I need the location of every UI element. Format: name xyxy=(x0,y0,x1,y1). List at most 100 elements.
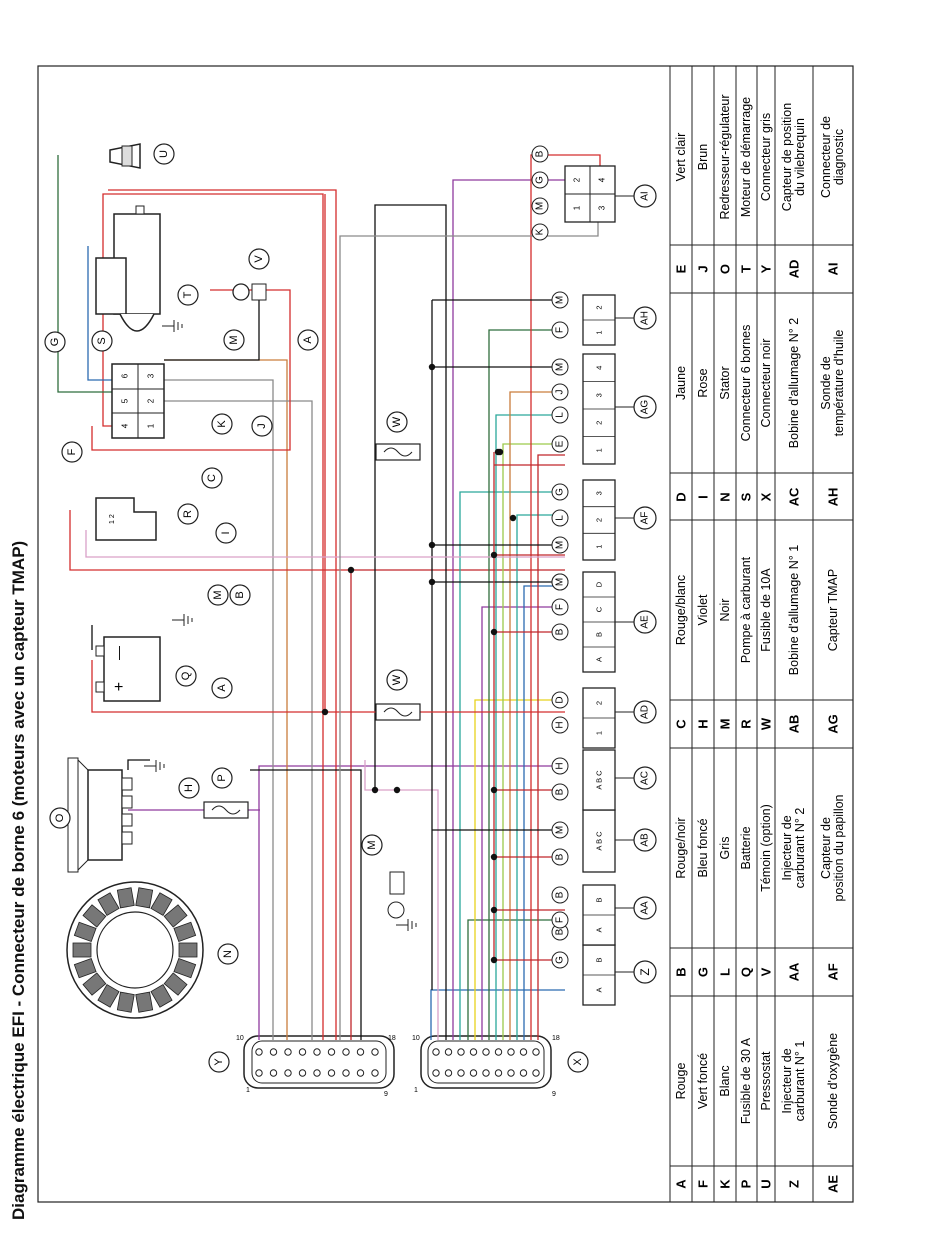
black-pin-upper xyxy=(432,1048,440,1056)
callout-circle xyxy=(49,807,71,829)
six-pin-label-2: 2 xyxy=(147,398,156,403)
connector-ah-pin: 2 xyxy=(595,305,604,309)
connector-ag-pin: 2 xyxy=(595,421,604,425)
stator-coil xyxy=(163,972,188,996)
junction-dot xyxy=(347,566,355,574)
stator-coil xyxy=(82,904,107,928)
gray-pin-upper xyxy=(255,1048,263,1056)
legend-code-j: J xyxy=(696,265,711,272)
legend-code-a: A xyxy=(674,1179,689,1189)
black-pin-1-label: 1 xyxy=(414,1087,418,1094)
ground-symbols xyxy=(144,320,417,931)
wire-black xyxy=(250,769,362,1040)
connector-ag-pin: 4 xyxy=(595,366,604,370)
junction-dot xyxy=(490,956,498,964)
pressure-switch-icon xyxy=(109,143,141,169)
wire-red-s xyxy=(102,193,324,1040)
legend-desc-f: Vert foncé xyxy=(696,1053,710,1109)
legend-code-u: U xyxy=(759,1179,774,1188)
connector-z-pin: A xyxy=(595,987,604,992)
wire-label-circle xyxy=(551,536,569,554)
callout-letter: M xyxy=(366,840,378,849)
callout-circle xyxy=(211,413,233,435)
legend-code-x: X xyxy=(759,492,774,501)
black-pin-upper xyxy=(457,1048,465,1056)
wire-black-rect xyxy=(127,759,150,770)
legend-code-g: G xyxy=(696,967,711,977)
legend-desc-b: Rouge/noir xyxy=(674,817,688,878)
junction-dot xyxy=(428,578,436,586)
legend-code-ah: AH xyxy=(826,488,841,507)
callout-circle xyxy=(177,503,199,525)
legend-code-y: Y xyxy=(759,264,774,273)
battery-icon: — + xyxy=(95,636,161,702)
connector-ac-pin: A B C xyxy=(595,770,604,790)
ecu-black-connector: 1 10 9 18 xyxy=(412,1035,560,1098)
wire-label-circle xyxy=(551,573,569,591)
wire-label-b: B xyxy=(535,150,546,157)
wire-label-circle xyxy=(551,691,569,709)
legend-desc-ab: Bobine d'allumage N° 1 xyxy=(787,545,801,675)
black-pin-upper xyxy=(494,1048,503,1056)
callout-letter: M xyxy=(212,590,224,599)
wire-label-d: D xyxy=(555,696,566,703)
wire-label-b: B xyxy=(555,628,566,635)
wire-label-b: B xyxy=(555,928,566,935)
connector-af-pin: 1 xyxy=(595,545,604,549)
wire-label-f: F xyxy=(555,327,566,333)
stator-coil xyxy=(73,957,97,979)
legend-desc-l: Gris xyxy=(718,837,732,860)
legend-code-m: M xyxy=(718,719,733,730)
gray-pin-10-label: 10 xyxy=(236,1035,244,1042)
stator-coil xyxy=(173,957,197,979)
callout-letter: O xyxy=(54,813,66,822)
wire-blue-starter xyxy=(87,246,112,381)
black-pin-lower xyxy=(519,1069,528,1077)
stator-coil xyxy=(135,887,154,909)
connector-ai-pin-1: 1 xyxy=(573,205,582,210)
gray-pin-lower xyxy=(255,1069,263,1077)
junction-dot xyxy=(428,363,436,371)
connector-ae-pin: C xyxy=(595,606,604,612)
starter-motor-icon xyxy=(95,205,161,332)
wire-gray-ag xyxy=(495,414,565,1040)
legend-desc-j: Brun xyxy=(696,144,710,170)
callout-letter: Q xyxy=(180,671,192,680)
wire-red-2 xyxy=(108,189,337,1040)
gray-pin-upper xyxy=(371,1048,379,1056)
wire-label-m: M xyxy=(555,541,566,549)
wire-lightgreen-ag xyxy=(502,443,565,1040)
gray-pin-upper xyxy=(313,1048,321,1056)
gray-pin-upper xyxy=(269,1048,278,1056)
black-pin-lower xyxy=(469,1069,478,1077)
callout-circle xyxy=(217,943,239,965)
callouts: NOPQRSTUVWWXYAABCFGHIJKMMMGBFBBMBHHDBFHM… xyxy=(44,143,589,1073)
legend-desc-k: Blanc xyxy=(718,1065,732,1096)
callout-circle xyxy=(207,584,229,606)
stator-coil xyxy=(82,972,107,996)
callout-letter: V xyxy=(253,255,265,263)
wire-label-circle xyxy=(531,171,549,189)
gray-pin-lower xyxy=(269,1069,278,1077)
connector-z-pin: B xyxy=(595,957,604,962)
legend-code-h: H xyxy=(696,719,711,728)
stator-coil xyxy=(135,991,154,1013)
legend-code-p: P xyxy=(739,1179,754,1188)
connector-ag-pin: 1 xyxy=(595,448,604,452)
six-pin-label-3: 3 xyxy=(147,373,156,378)
wire-label-b: B xyxy=(555,788,566,795)
six-pin-label-5: 5 xyxy=(121,398,130,403)
wire-red-ai xyxy=(530,154,601,1040)
legend-code-ac: AC xyxy=(787,487,802,506)
callout-af: AF xyxy=(640,512,651,525)
gray-pin-lower xyxy=(284,1069,292,1077)
wire-blue-z xyxy=(430,989,565,1040)
wire-red-pump xyxy=(69,510,351,571)
wire-violet-ae xyxy=(481,606,565,1040)
callout-letter: Y xyxy=(213,1058,225,1066)
legend-desc-af: Capteur deposition du papillon xyxy=(819,794,846,901)
callout-circle xyxy=(248,248,270,270)
wire-red-battery xyxy=(91,194,326,713)
fuse-30a-symbol xyxy=(211,805,241,815)
legend-desc-ai: Connecteur dediagnostic xyxy=(819,116,846,198)
